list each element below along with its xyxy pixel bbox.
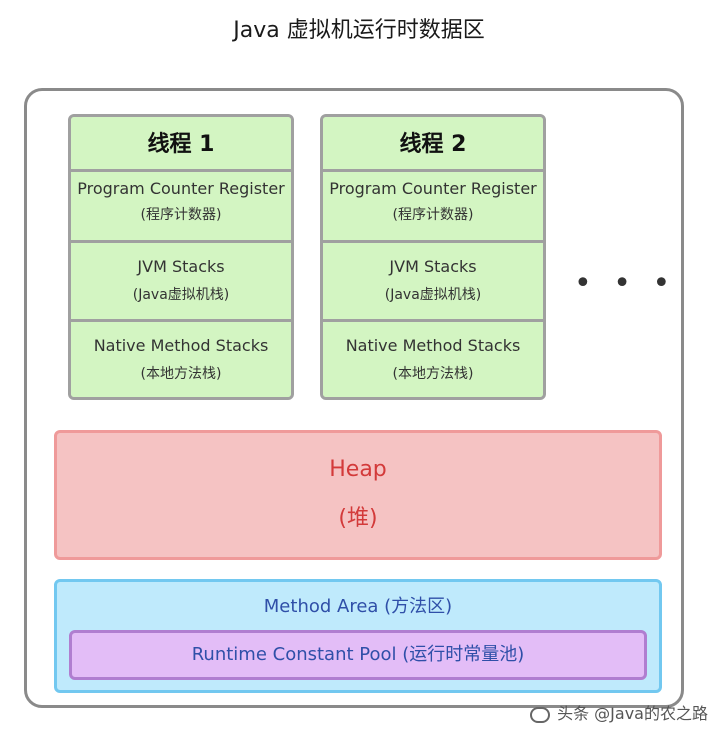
watermark: 头条 @Java的农之路 [530,700,708,724]
watermark-text: 头条 @Java的农之路 [557,704,708,723]
native-method-stacks-label: Native Method Stacks [345,336,521,355]
heap-label: Heap [329,457,387,482]
runtime-data-area-frame [24,88,684,708]
thread-1-block: 线程 1 Program Counter Register (程序计数器) JV… [68,114,294,400]
thread-2-title: 线程 2 [323,117,543,172]
jvm-stacks-label: JVM Stacks [389,257,477,276]
heap-label-zh: (堆) [338,506,378,531]
program-counter-label: Program Counter Register [329,179,537,198]
runtime-constant-pool-block: Runtime Constant Pool (运行时常量池) [69,630,647,680]
jvm-stacks-label-zh: (Java虚拟机栈) [384,287,482,303]
method-area-label: Method Area (方法区) [263,596,453,617]
wechat-icon [530,706,550,723]
thread-2-jvm-stacks: JVM Stacks (Java虚拟机栈) [323,243,543,322]
heap-block: Heap (堆) [54,430,662,560]
thread-1-program-counter: Program Counter Register (程序计数器) [71,172,291,243]
program-counter-label: Program Counter Register [77,179,285,198]
thread-2-block: 线程 2 Program Counter Register (程序计数器) JV… [320,114,546,400]
method-area-block: Method Area (方法区) Runtime Constant Pool … [54,579,662,693]
native-method-stacks-label-zh: (本地方法栈) [140,366,222,382]
jvm-stacks-label: JVM Stacks [137,257,225,276]
thread-1-jvm-stacks: JVM Stacks (Java虚拟机栈) [71,243,291,322]
more-threads-ellipsis: • • • [574,266,677,301]
diagram-title: Java 虚拟机运行时数据区 [233,18,485,43]
jvm-stacks-label-zh: (Java虚拟机栈) [132,287,230,303]
native-method-stacks-label-zh: (本地方法栈) [392,366,474,382]
native-method-stacks-label: Native Method Stacks [93,336,269,355]
thread-1-title: 线程 1 [71,117,291,172]
thread-1-native-method-stacks: Native Method Stacks (本地方法栈) [71,322,291,397]
program-counter-label-zh: (程序计数器) [392,207,474,223]
thread-2-program-counter: Program Counter Register (程序计数器) [323,172,543,243]
thread-2-native-method-stacks: Native Method Stacks (本地方法栈) [323,322,543,397]
program-counter-label-zh: (程序计数器) [140,207,222,223]
